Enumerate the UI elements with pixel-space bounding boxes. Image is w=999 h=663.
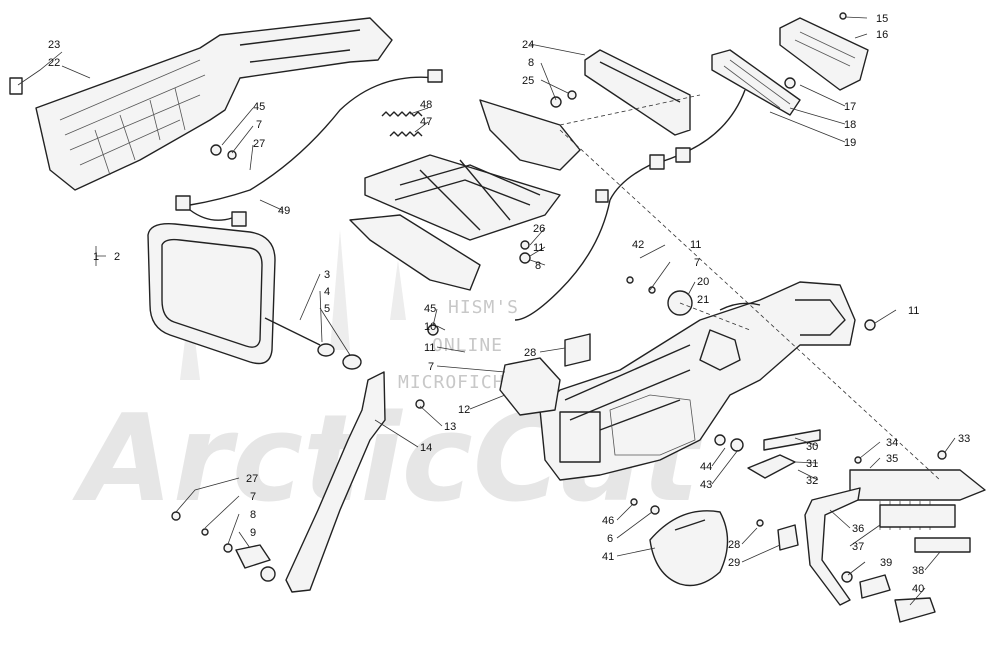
callout-14: 14 [420,442,432,454]
callout-49: 49 [278,205,290,217]
callout-27: 27 [253,138,265,150]
callout-24: 24 [522,39,534,51]
callout-41: 41 [602,551,614,563]
callout-10: 10 [424,321,436,333]
luggage-rack [349,99,581,291]
callout-45: 45 [253,101,265,113]
callout-labels: 23 22 45 7 27 49 48 47 24 8 25 15 16 17 … [48,13,970,595]
watermark-line3: MICROFICHE [398,372,516,393]
callout-22: 22 [48,57,60,69]
callout-16: 16 [876,29,888,41]
callout-11: 11 [533,242,544,254]
callout-42: 42 [632,239,644,251]
callout-17: 17 [844,101,856,113]
rear-bumper-frame-right [539,281,856,481]
callout-1: 1 [93,251,99,263]
callout-12: 12 [458,404,470,416]
callout-32: 32 [806,475,818,487]
tail-light-housing [584,49,691,136]
emblem-flap [649,510,729,587]
hardware [171,12,947,583]
callout-7: 7 [256,119,262,131]
wiring-harness [175,69,443,227]
callout-18: 18 [844,119,856,131]
callout-6: 6 [607,533,613,545]
callout-11: 11 [690,239,701,251]
tail-light-wire [514,199,611,321]
callout-26: 26 [533,223,545,235]
grab-handle-assembly [747,429,986,623]
callout-20: 20 [697,276,709,288]
callout-5: 5 [324,303,330,315]
rear-bumper-frame-left [9,17,393,191]
backrest-arm [285,371,386,593]
callout-29: 29 [728,557,740,569]
callout-7: 7 [250,491,256,503]
callout-39: 39 [880,557,892,569]
callout-21: 21 [697,294,709,306]
callout-27: 27 [246,473,258,485]
callout-45: 45 [424,303,436,315]
callout-13: 13 [444,421,456,433]
callout-19: 19 [844,137,856,149]
callout-47: 47 [420,116,432,128]
callout-35: 35 [886,453,898,465]
callout-11: 11 [908,305,919,317]
callout-8: 8 [528,57,534,69]
callout-8: 8 [250,509,256,521]
callout-11: 11 [424,342,435,354]
callout-31: 31 [806,458,818,470]
callout-46: 46 [602,515,614,527]
callout-3: 3 [324,269,330,281]
callout-15: 15 [876,13,888,25]
callout-25: 25 [522,75,534,87]
callout-44: 44 [700,461,712,473]
callout-37: 37 [852,541,864,553]
callout-40: 40 [912,583,924,595]
assembly-lines [559,94,941,481]
callout-7: 7 [428,361,434,373]
callout-28: 28 [524,347,536,359]
leader-lines [17,16,956,606]
callout-9: 9 [250,527,256,539]
watermark-line2: ONLINE [432,335,503,356]
backrest-pad [147,223,362,370]
callout-30: 30 [806,441,818,453]
springs [381,111,423,137]
mount-bracket [499,333,591,416]
callout-23: 23 [48,39,60,51]
callout-36: 36 [852,523,864,535]
callout-4: 4 [324,286,330,298]
callout-38: 38 [912,565,924,577]
callout-2: 2 [114,251,120,263]
callout-8: 8 [535,260,541,272]
callout-48: 48 [420,99,432,111]
callout-33: 33 [958,433,970,445]
callout-7: 7 [694,257,700,269]
watermark-line1: HISM'S [448,297,519,318]
callout-43: 43 [700,479,712,491]
callout-28: 28 [728,539,740,551]
callout-34: 34 [886,437,898,449]
tail-light-assembly [595,17,869,203]
